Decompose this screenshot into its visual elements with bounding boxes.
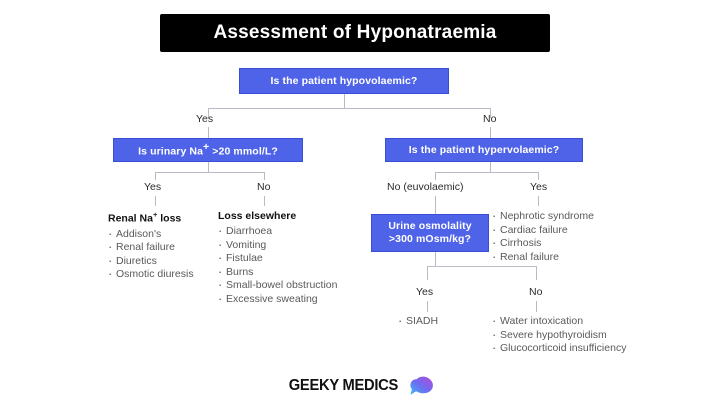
page-title: Assessment of Hyponatraemia	[160, 14, 550, 52]
connector-hyper-split	[435, 172, 538, 173]
list-item: Renal failure	[108, 240, 213, 255]
urine-osmolality-line1: Urine osmolality	[388, 220, 472, 232]
connector-osmo-split	[427, 266, 536, 267]
branch-label-osmo-yes: Yes	[416, 286, 434, 298]
connector-root-right-drop	[490, 108, 491, 118]
list-item: Vomiting	[218, 238, 343, 253]
outcome-list-osmo-high: SIADH	[398, 314, 488, 329]
footer-logo: GEEKY MEDICS	[0, 373, 720, 399]
connector-to-hyper-box	[490, 127, 491, 138]
connector-hyper-stem	[490, 162, 491, 172]
list-item: Glucocorticoid insufficiency	[492, 341, 662, 356]
outcome-items-osmo-low: Water intoxication Severe hypothyroidism…	[492, 314, 662, 356]
connector-hyper-left-drop	[435, 172, 436, 180]
connector-urinary-yes-tail	[155, 196, 156, 206]
decision-box-urine-osmolality-label: Urine osmolality>300 mOsm/kg?	[388, 220, 471, 246]
connector-osmo-left-drop	[427, 266, 428, 280]
connector-root-stem	[344, 94, 345, 108]
connector-hyper-no-tail	[435, 196, 436, 214]
branch-label-urinary-no: No	[257, 181, 271, 193]
decision-box-urinary-sodium-label: Is urinary Na+ >20 mmol/L?	[138, 141, 278, 158]
outcome-heading-renal-na-loss: Renal Na+ loss	[108, 210, 182, 225]
connector-urinary-right-drop	[264, 172, 265, 180]
branch-label-hyper-no: No (euvolaemic)	[387, 181, 464, 193]
connector-root-left-drop	[208, 108, 209, 118]
outcome-list-hypervolaemic-causes: Nephrotic syndrome Cardiac failure Cirrh…	[492, 209, 642, 265]
branch-label-osmo-no: No	[529, 286, 543, 298]
list-item: Excessive sweating	[218, 292, 343, 307]
connector-osmo-yes-tail	[427, 301, 428, 312]
list-item: Severe hypothyroidism	[492, 328, 662, 343]
connector-hyper-yes-tail	[538, 196, 539, 206]
decision-box-urine-osmolality[interactable]: Urine osmolality>300 mOsm/kg?	[371, 214, 489, 252]
list-item: Diarrhoea	[218, 224, 343, 239]
connector-hyper-right-drop	[538, 172, 539, 180]
outcome-items-hypervolaemic-causes: Nephrotic syndrome Cardiac failure Cirrh…	[492, 209, 642, 265]
decision-box-hypovolaemic[interactable]: Is the patient hypovolaemic?	[239, 68, 449, 94]
list-item: Small-bowel obstruction	[218, 278, 343, 293]
decision-box-hypervolaemic[interactable]: Is the patient hypervolaemic?	[385, 138, 583, 162]
connector-urinary-no-tail	[264, 196, 265, 206]
list-item: SIADH	[398, 314, 488, 329]
decision-box-hypovolaemic-label: Is the patient hypovolaemic?	[270, 74, 418, 87]
page-title-text: Assessment of Hyponatraemia	[213, 22, 497, 43]
connector-to-urinary-box	[208, 127, 209, 138]
branch-label-urinary-yes: Yes	[144, 181, 162, 193]
outcome-list-loss-elsewhere: Loss elsewhere Diarrhoea Vomiting Fistul…	[218, 210, 343, 306]
brain-icon	[410, 376, 434, 395]
branch-label-root-yes: Yes	[196, 113, 214, 125]
list-item: Renal failure	[492, 250, 642, 265]
outcome-items-loss-elsewhere: Diarrhoea Vomiting Fistulae Burns Small-…	[218, 224, 343, 307]
connector-osmo-no-tail	[536, 301, 537, 312]
outcome-items-renal-na-loss: Addison's Renal failure Diuretics Osmoti…	[108, 227, 213, 282]
decision-box-hypervolaemic-label: Is the patient hypervolaemic?	[408, 143, 560, 156]
list-item: Fistulae	[218, 251, 343, 266]
brand-name: GEEKY MEDICS	[288, 377, 398, 394]
list-item: Nephrotic syndrome	[492, 209, 642, 224]
urine-osmolality-line2: >300 mOsm/kg?	[388, 233, 472, 245]
outcome-list-renal-na-loss: Renal Na+ loss Addison's Renal failure D…	[108, 210, 213, 282]
list-item: Cirrhosis	[492, 236, 642, 251]
outcome-heading-loss-elsewhere: Loss elsewhere	[218, 210, 297, 222]
connector-osmo-stem	[435, 252, 436, 266]
branch-label-root-no: No	[483, 113, 497, 125]
list-item: Osmotic diuresis	[108, 267, 213, 282]
connector-urinary-split	[155, 172, 265, 173]
outcome-list-osmo-low: Water intoxication Severe hypothyroidism…	[492, 314, 662, 356]
connector-root-split	[208, 108, 491, 109]
list-item: Burns	[218, 265, 343, 280]
decision-box-urinary-sodium[interactable]: Is urinary Na+ >20 mmol/L?	[113, 138, 303, 162]
connector-osmo-right-drop	[536, 266, 537, 280]
list-item: Addison's	[108, 227, 213, 242]
list-item: Diuretics	[108, 254, 213, 269]
connector-urinary-stem	[208, 162, 209, 172]
connector-urinary-left-drop	[155, 172, 156, 180]
list-item: Water intoxication	[492, 314, 662, 329]
outcome-items-osmo-high: SIADH	[398, 314, 488, 329]
branch-label-hyper-yes: Yes	[530, 181, 548, 193]
list-item: Cardiac failure	[492, 223, 642, 238]
